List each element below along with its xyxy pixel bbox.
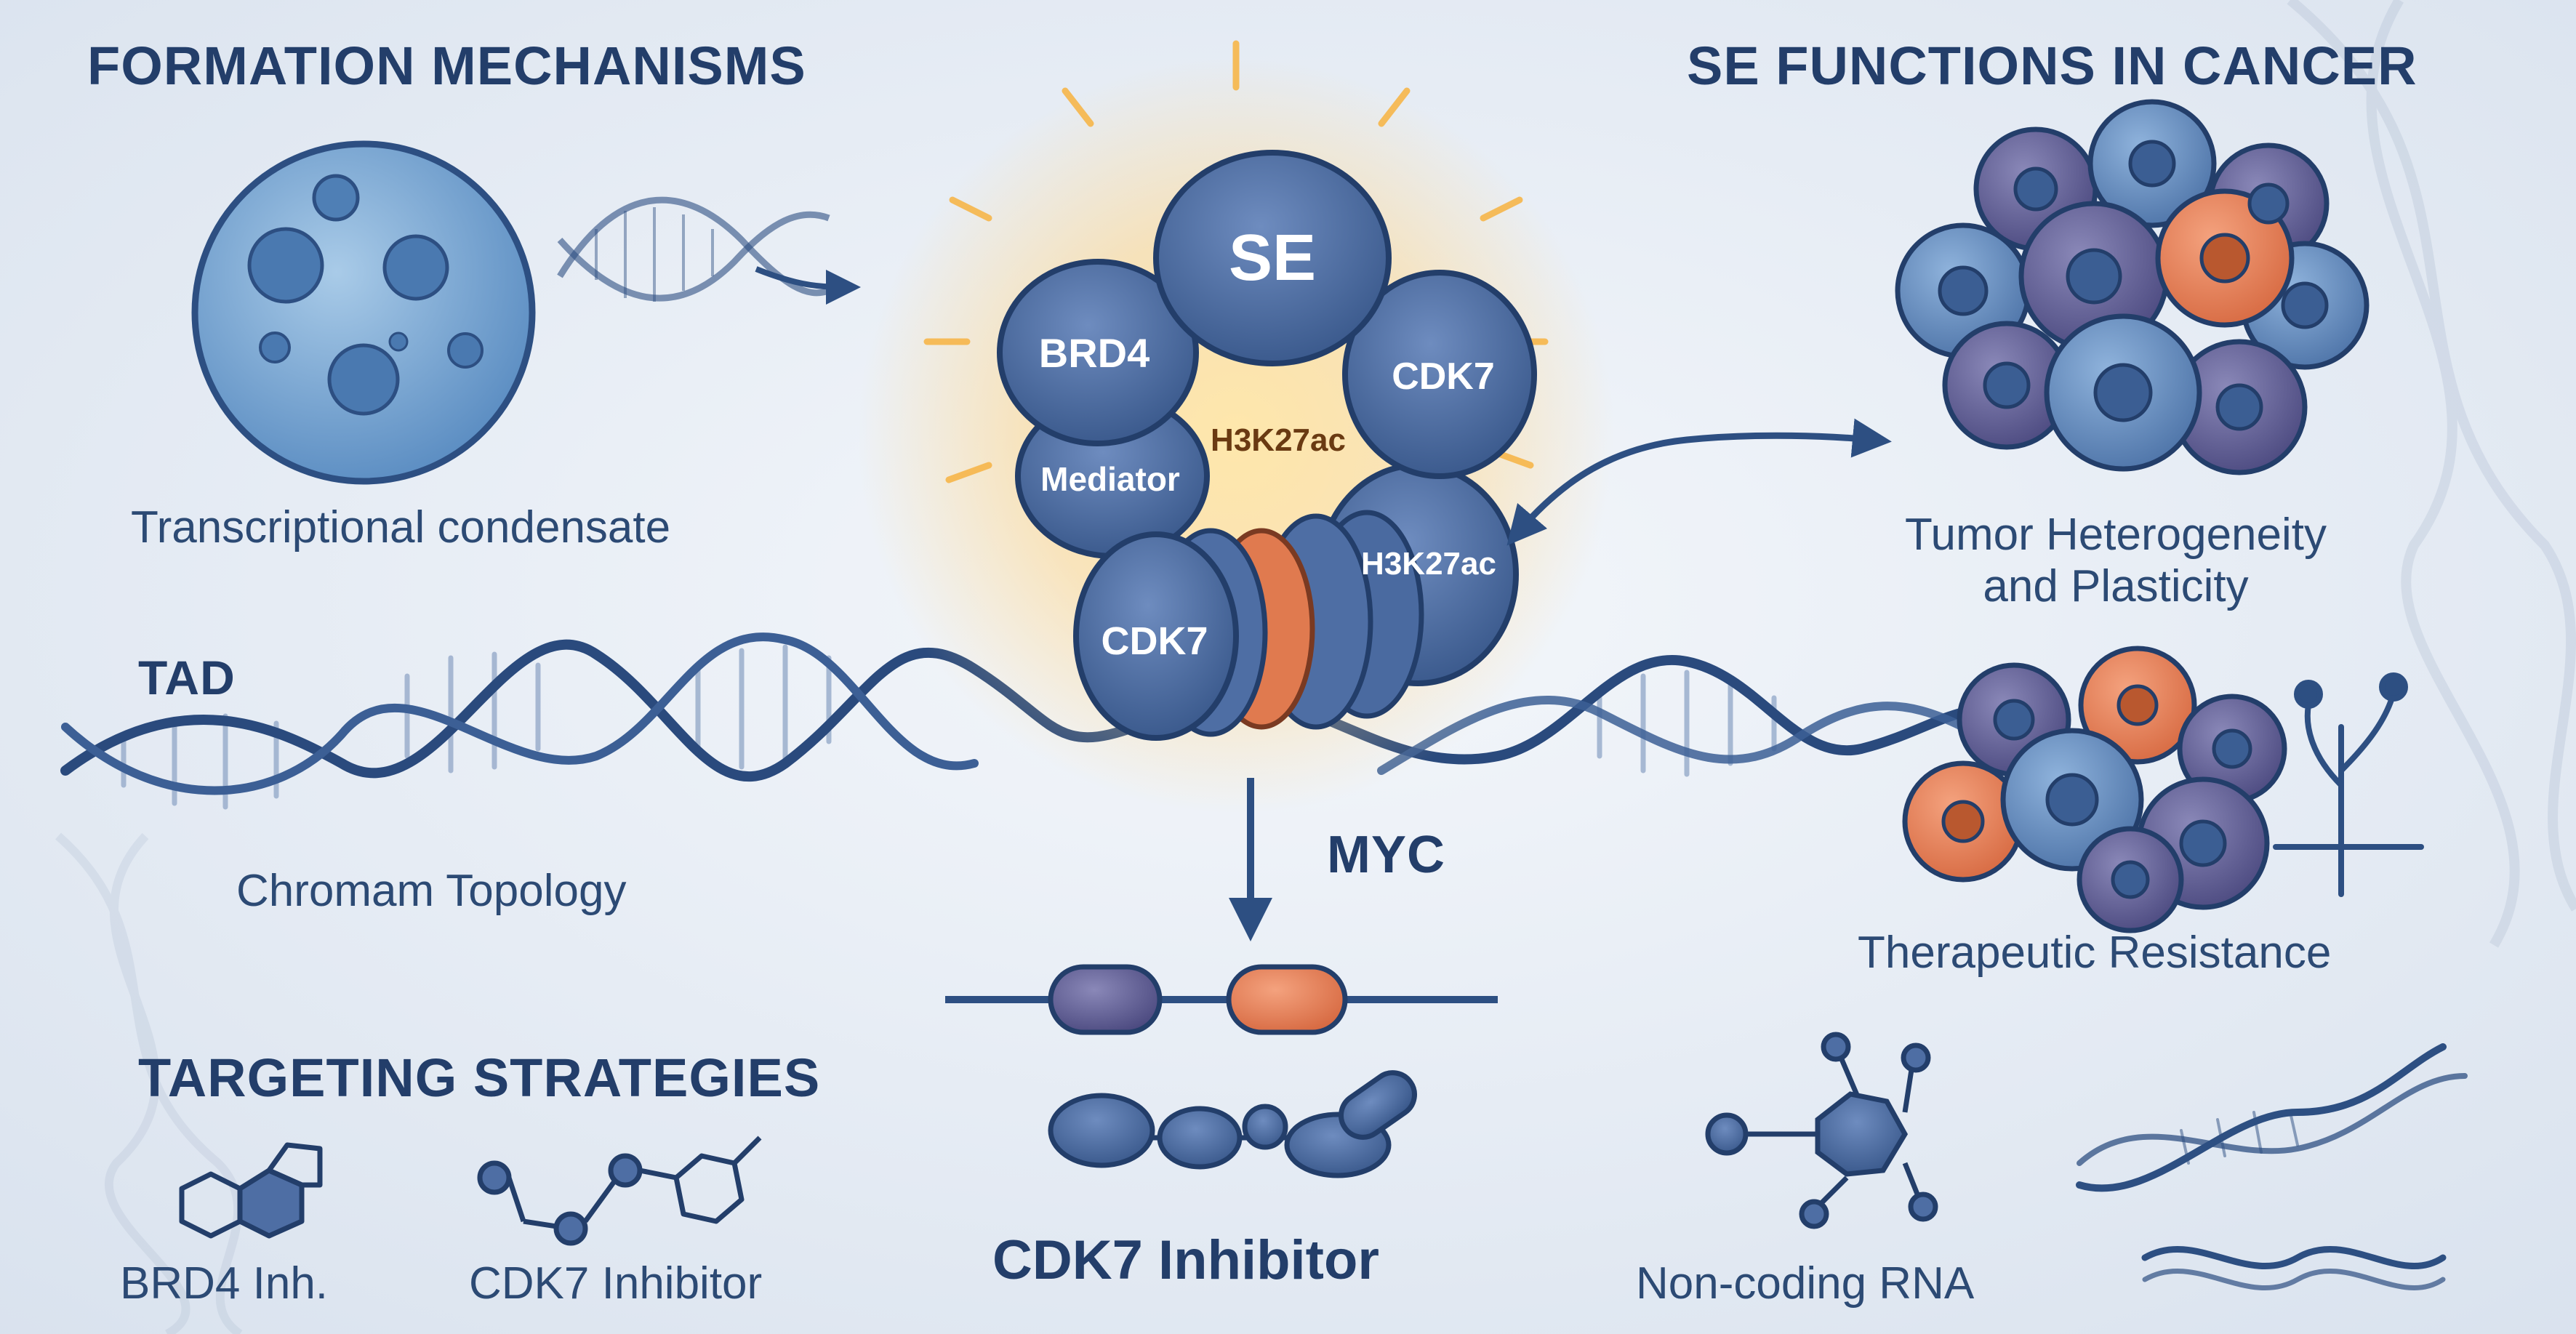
h3k27ac-center-label: H3K27ac (1211, 422, 1346, 458)
tumor-cell-cluster (1895, 99, 2370, 475)
label-transcriptional-condensate: Transcriptional condensate (131, 502, 671, 553)
super-enhancer-complex: SE BRD4 CDK7 Mediator H3K27ac H3K27ac CD… (858, 40, 1614, 814)
label-therapeutic-resistance: Therapeutic Resistance (1858, 928, 2332, 978)
h3k27ac-right-label: H3K27ac (1361, 546, 1496, 582)
cdk7-top-label: CDK7 (1392, 355, 1495, 398)
label-brd4-inh: BRD4 Inh. (120, 1258, 329, 1309)
bidirectional-arrow (1506, 418, 1892, 546)
label-chromatin-topology: Chromam Topology (236, 866, 627, 916)
rna-helix-icon (2076, 1043, 2468, 1290)
label-cdk7-inhibitor-main: CDK7 Inhibitor (992, 1229, 1379, 1291)
cdk7-inhibitor-small-molecule (477, 1136, 762, 1246)
background-dna-right (2287, 0, 2576, 948)
mediator-label: Mediator (1040, 460, 1180, 498)
label-cdk7-inhibitor-small: CDK7 Inhibitor (469, 1258, 763, 1309)
label-myc: MYC (1327, 826, 1445, 884)
label-tumor-heterogeneity-line1: Tumor Heterogeneity (1904, 510, 2327, 560)
brd4-label: BRD4 (1039, 330, 1149, 376)
dna-arrow-to-complex (557, 196, 861, 305)
condensate-sphere (191, 140, 536, 485)
label-tad: TAD (138, 651, 236, 704)
heading-se-functions-in-cancer: SE FUNCTIONS IN CANCER (1687, 36, 2417, 96)
heading-formation-mechanisms: FORMATION MECHANISMS (87, 36, 806, 96)
label-non-coding-rna: Non-coding RNA (1636, 1258, 1975, 1309)
background-dna-left (55, 832, 243, 1334)
ncrna-molecule (1705, 1032, 1938, 1229)
cdk7-inhibitor-molecule (1048, 1070, 1417, 1178)
resistant-cell-cluster (1902, 646, 2287, 933)
brd4-inhibitor-molecule (179, 1142, 323, 1239)
se-label: SE (1229, 222, 1316, 294)
label-tumor-heterogeneity-line2: and Plasticity (1983, 561, 2249, 612)
label-tumor-heterogeneity: Tumor Heterogeneity and Plasticity (1832, 509, 2399, 613)
myc-gene (945, 964, 1498, 1035)
resistance-receptor-icon (2273, 672, 2424, 897)
heading-targeting-strategies: TARGETING STRATEGIES (138, 1048, 821, 1108)
cdk7-bottom-label: CDK7 (1101, 619, 1208, 663)
